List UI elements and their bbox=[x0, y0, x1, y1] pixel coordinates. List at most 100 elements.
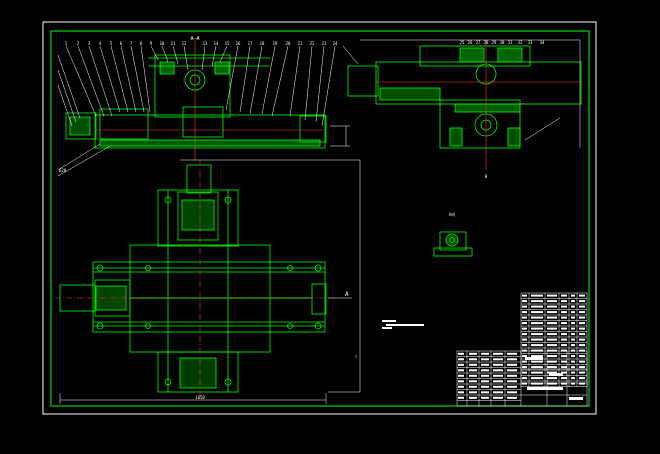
table-cell-text bbox=[579, 322, 585, 325]
table-cell-text bbox=[522, 305, 527, 308]
title-block-text bbox=[458, 358, 464, 361]
table-cell-text bbox=[561, 366, 567, 369]
balloon-number: 17 bbox=[248, 41, 253, 46]
table-cell-text bbox=[571, 300, 575, 303]
title-block-text bbox=[507, 391, 517, 394]
section-mark-top: A—A bbox=[190, 36, 199, 42]
table-cell-text bbox=[547, 366, 557, 369]
top-right-section-view bbox=[347, 40, 582, 170]
table-cell-text bbox=[579, 316, 585, 319]
balloon-number: 32 bbox=[518, 40, 523, 45]
title-block-text bbox=[493, 396, 503, 399]
title-block-text bbox=[481, 396, 489, 399]
title-block-text bbox=[481, 358, 489, 361]
section-mark-small: A向 bbox=[449, 211, 455, 217]
table-cell-text bbox=[571, 366, 575, 369]
table-cell-text bbox=[571, 344, 575, 347]
table-cell-text bbox=[531, 294, 543, 297]
table-cell-text bbox=[522, 327, 527, 330]
table-cell-text bbox=[561, 311, 567, 314]
balloon-number: 8 bbox=[140, 41, 143, 46]
inner-frame bbox=[50, 30, 590, 407]
table-cell-text bbox=[571, 316, 575, 319]
title-block-text bbox=[507, 352, 517, 355]
title-block-text bbox=[469, 396, 477, 399]
top-left-section-view bbox=[65, 40, 327, 160]
parts-list-table[interactable] bbox=[520, 292, 588, 387]
balloon-number: 15 bbox=[225, 41, 230, 46]
title-block-text bbox=[481, 369, 489, 372]
balloon-number: 27 bbox=[476, 40, 481, 45]
table-cell-text bbox=[522, 349, 527, 352]
table-cell-text bbox=[571, 377, 575, 380]
table-cell-text bbox=[571, 327, 575, 330]
table-cell-text bbox=[531, 300, 543, 303]
table-cell-text bbox=[522, 316, 527, 319]
title-block-text bbox=[481, 385, 489, 388]
title-block-text bbox=[458, 363, 464, 366]
technical-notes[interactable] bbox=[382, 320, 424, 329]
title-block-text bbox=[493, 369, 503, 372]
title-block-text bbox=[569, 397, 583, 400]
table-cell-text bbox=[531, 349, 543, 352]
table-cell-text bbox=[547, 300, 557, 303]
top-right-frame-lines bbox=[342, 39, 581, 148]
balloon-number: 10 bbox=[160, 41, 165, 46]
title-block-text bbox=[481, 363, 489, 366]
table-cell-text bbox=[561, 344, 567, 347]
table-cell-text bbox=[579, 327, 585, 330]
table-cell-text bbox=[579, 382, 585, 385]
table-cell-text bbox=[547, 316, 557, 319]
title-block-text bbox=[458, 391, 464, 394]
balloon-number: 31 bbox=[508, 40, 513, 45]
main-view-centerlines bbox=[55, 160, 335, 396]
table-cell-text bbox=[522, 333, 527, 336]
table-cell-text bbox=[561, 360, 567, 363]
table-cell-text bbox=[531, 316, 543, 319]
table-cell-text bbox=[531, 377, 543, 380]
table-cell-text bbox=[571, 333, 575, 336]
table-cell-text bbox=[547, 355, 557, 358]
dimension-right-top bbox=[330, 125, 350, 147]
view-mark-b: B bbox=[485, 174, 488, 179]
table-cell-text bbox=[522, 355, 527, 358]
title-block-text bbox=[469, 374, 477, 377]
table-cell-text bbox=[522, 322, 527, 325]
table-cell-text bbox=[547, 344, 557, 347]
table-cell-text bbox=[561, 371, 567, 374]
title-block-text bbox=[493, 363, 503, 366]
table-cell-text bbox=[531, 360, 543, 363]
title-block-text bbox=[507, 363, 517, 366]
table-cell-text bbox=[571, 360, 575, 363]
title-block-text bbox=[469, 363, 477, 366]
table-cell-text bbox=[531, 355, 543, 358]
main-view-dimensions bbox=[59, 159, 361, 404]
title-block-text bbox=[507, 396, 517, 399]
table-cell-text bbox=[579, 360, 585, 363]
balloon-number: 22 bbox=[310, 41, 315, 46]
title-block-text bbox=[481, 380, 489, 383]
table-cell-text bbox=[531, 371, 543, 374]
title-block-text bbox=[469, 358, 477, 361]
balloon-number: 21 bbox=[298, 41, 303, 46]
table-cell-text bbox=[522, 377, 527, 380]
table-cell-text bbox=[561, 305, 567, 308]
table-cell-text bbox=[561, 316, 567, 319]
title-block-text bbox=[458, 380, 464, 383]
table-cell-text bbox=[571, 371, 575, 374]
table-cell-text bbox=[571, 355, 575, 358]
balloon-number: 16 bbox=[236, 41, 241, 46]
table-cell-text bbox=[579, 355, 585, 358]
table-cell-text bbox=[579, 294, 585, 297]
title-block-text bbox=[549, 373, 563, 376]
title-block-text bbox=[493, 391, 503, 394]
table-cell-text bbox=[531, 311, 543, 314]
title-block[interactable] bbox=[456, 350, 588, 407]
title-block-text bbox=[458, 369, 464, 372]
balloon-number: 20 bbox=[286, 41, 291, 46]
balloon-number: 2 bbox=[77, 41, 80, 46]
title-block-text bbox=[458, 374, 464, 377]
